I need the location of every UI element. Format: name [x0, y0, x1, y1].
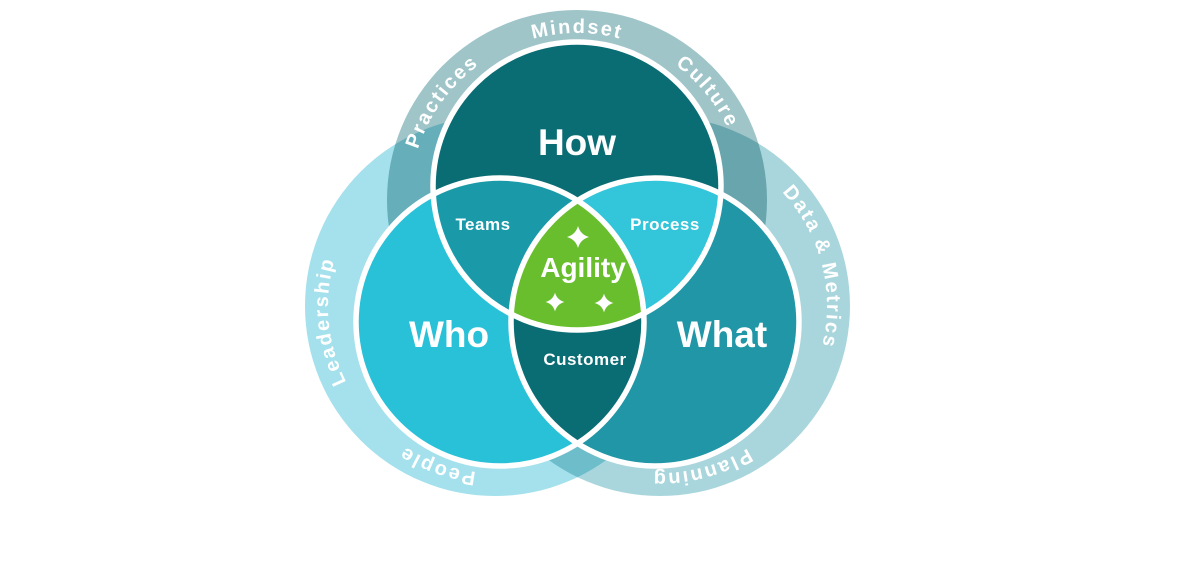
center-label-agility: Agility — [540, 252, 626, 283]
circle-label-who: Who — [409, 314, 489, 355]
circle-label-what: What — [677, 314, 767, 355]
overlap-label-customer: Customer — [543, 350, 626, 369]
center-agility-region — [511, 178, 644, 330]
venn-circle-who-outline — [353, 175, 647, 469]
overlap-label-process: Process — [630, 215, 700, 234]
venn-circle-what-outline — [508, 175, 802, 469]
center-agility-fill — [511, 178, 644, 330]
overlap-label-teams: Teams — [455, 215, 510, 234]
circle-label-how: How — [538, 122, 616, 163]
venn-circle-how-outline — [430, 39, 724, 333]
